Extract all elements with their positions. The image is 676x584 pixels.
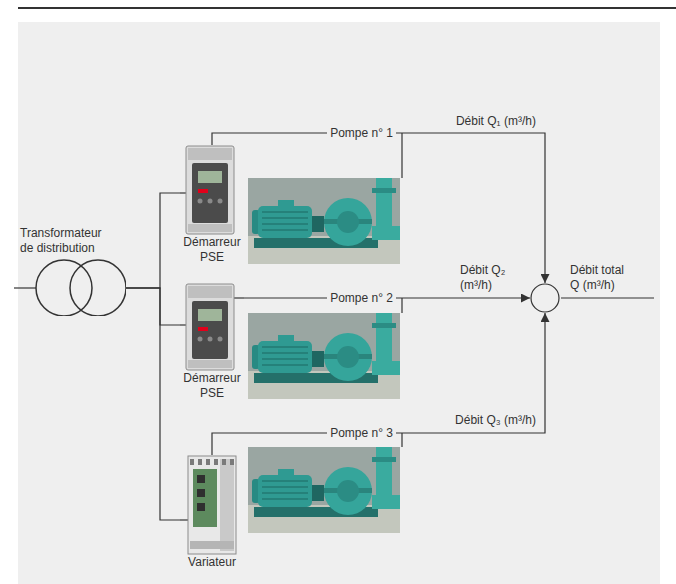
output-label: Débit total Q (m³/h) [570, 263, 632, 293]
pump-photo [248, 313, 400, 399]
pump-label: Pompe n° 1 [330, 126, 393, 141]
brand-mark [198, 189, 208, 193]
supply-wire [212, 133, 327, 145]
pump-label: Pompe n° 2 [330, 291, 393, 306]
chip [197, 503, 205, 511]
supply-wire [126, 288, 180, 325]
output-line [561, 297, 654, 298]
terminal-strip [188, 286, 232, 298]
supply-wire [244, 297, 327, 298]
terminal [222, 459, 226, 465]
terminal [198, 459, 202, 465]
input-wire [14, 287, 36, 288]
flow-label: Débit Q₃ (m³/h) [453, 413, 538, 428]
starter-front [192, 301, 228, 359]
chip [197, 489, 205, 497]
discharge-line [401, 298, 402, 313]
terminal [214, 459, 218, 465]
top-rule [18, 7, 676, 9]
starter-display [198, 309, 222, 321]
flow-label: Débit Q₂ (m³/h) [458, 263, 526, 293]
transformer-winding [70, 260, 126, 316]
summing-junction: Débit total Q (m³/h) [530, 283, 560, 313]
terminal-strip [188, 224, 232, 232]
transformer-node: Transformateur de distribution [14, 224, 126, 316]
device-label: Variateur [180, 555, 244, 570]
terminal [206, 459, 210, 465]
summing-circle [531, 284, 559, 312]
flow-arrow [396, 133, 545, 283]
summing-circle-shape [530, 283, 560, 313]
drive-side [220, 459, 234, 551]
starter-body [186, 284, 234, 370]
starter-button [218, 337, 223, 342]
pump-node: Pompe n° 2 [327, 291, 396, 306]
chip [197, 475, 205, 483]
soft-starter-device [180, 145, 244, 235]
terminal [190, 459, 194, 465]
device-label: Transformateur de distribution [14, 224, 116, 256]
soft-starter-node: Démarreur PSE [180, 145, 244, 265]
pump-node: Pompe n° 1 [327, 126, 396, 141]
device-label: Démarreur PSE [180, 235, 244, 265]
lead-wire [233, 297, 244, 298]
circuit-board [193, 469, 217, 527]
pump-photo [248, 447, 400, 533]
starter-button [208, 337, 213, 342]
flow-arrow [396, 297, 530, 298]
soft-starter-node: Démarreur PSE [180, 283, 244, 401]
pump-node: Pompe n° 3 [327, 426, 396, 441]
flow-label: Débit Q₁ (m³/h) [454, 114, 538, 129]
brand-mark [198, 327, 208, 331]
starter-button [218, 199, 223, 204]
soft-starter-device [180, 283, 244, 371]
drive-node: Variateur [180, 455, 244, 570]
transformer-winding [36, 260, 92, 316]
drive-device [180, 455, 244, 555]
pump-photo [248, 178, 400, 264]
terminal-strip [188, 148, 232, 160]
supply-wire [126, 193, 180, 288]
pump-label: Pompe n° 3 [330, 426, 393, 441]
starter-button [198, 337, 203, 342]
drive-body [188, 456, 236, 554]
device-label: Démarreur PSE [180, 371, 244, 401]
supply-wire [212, 433, 327, 455]
terminal-strip [188, 360, 232, 368]
discharge-line [401, 133, 402, 178]
starter-display [198, 171, 222, 183]
starter-button [208, 199, 213, 204]
starter-front [192, 163, 228, 223]
supply-wire [126, 288, 180, 520]
terminal [230, 459, 234, 465]
starter-button [198, 199, 203, 204]
flow-arrow [396, 313, 545, 433]
terminal-strip [190, 541, 234, 549]
starter-body [186, 146, 234, 234]
discharge-line [401, 433, 402, 447]
panel-ground [18, 22, 660, 584]
